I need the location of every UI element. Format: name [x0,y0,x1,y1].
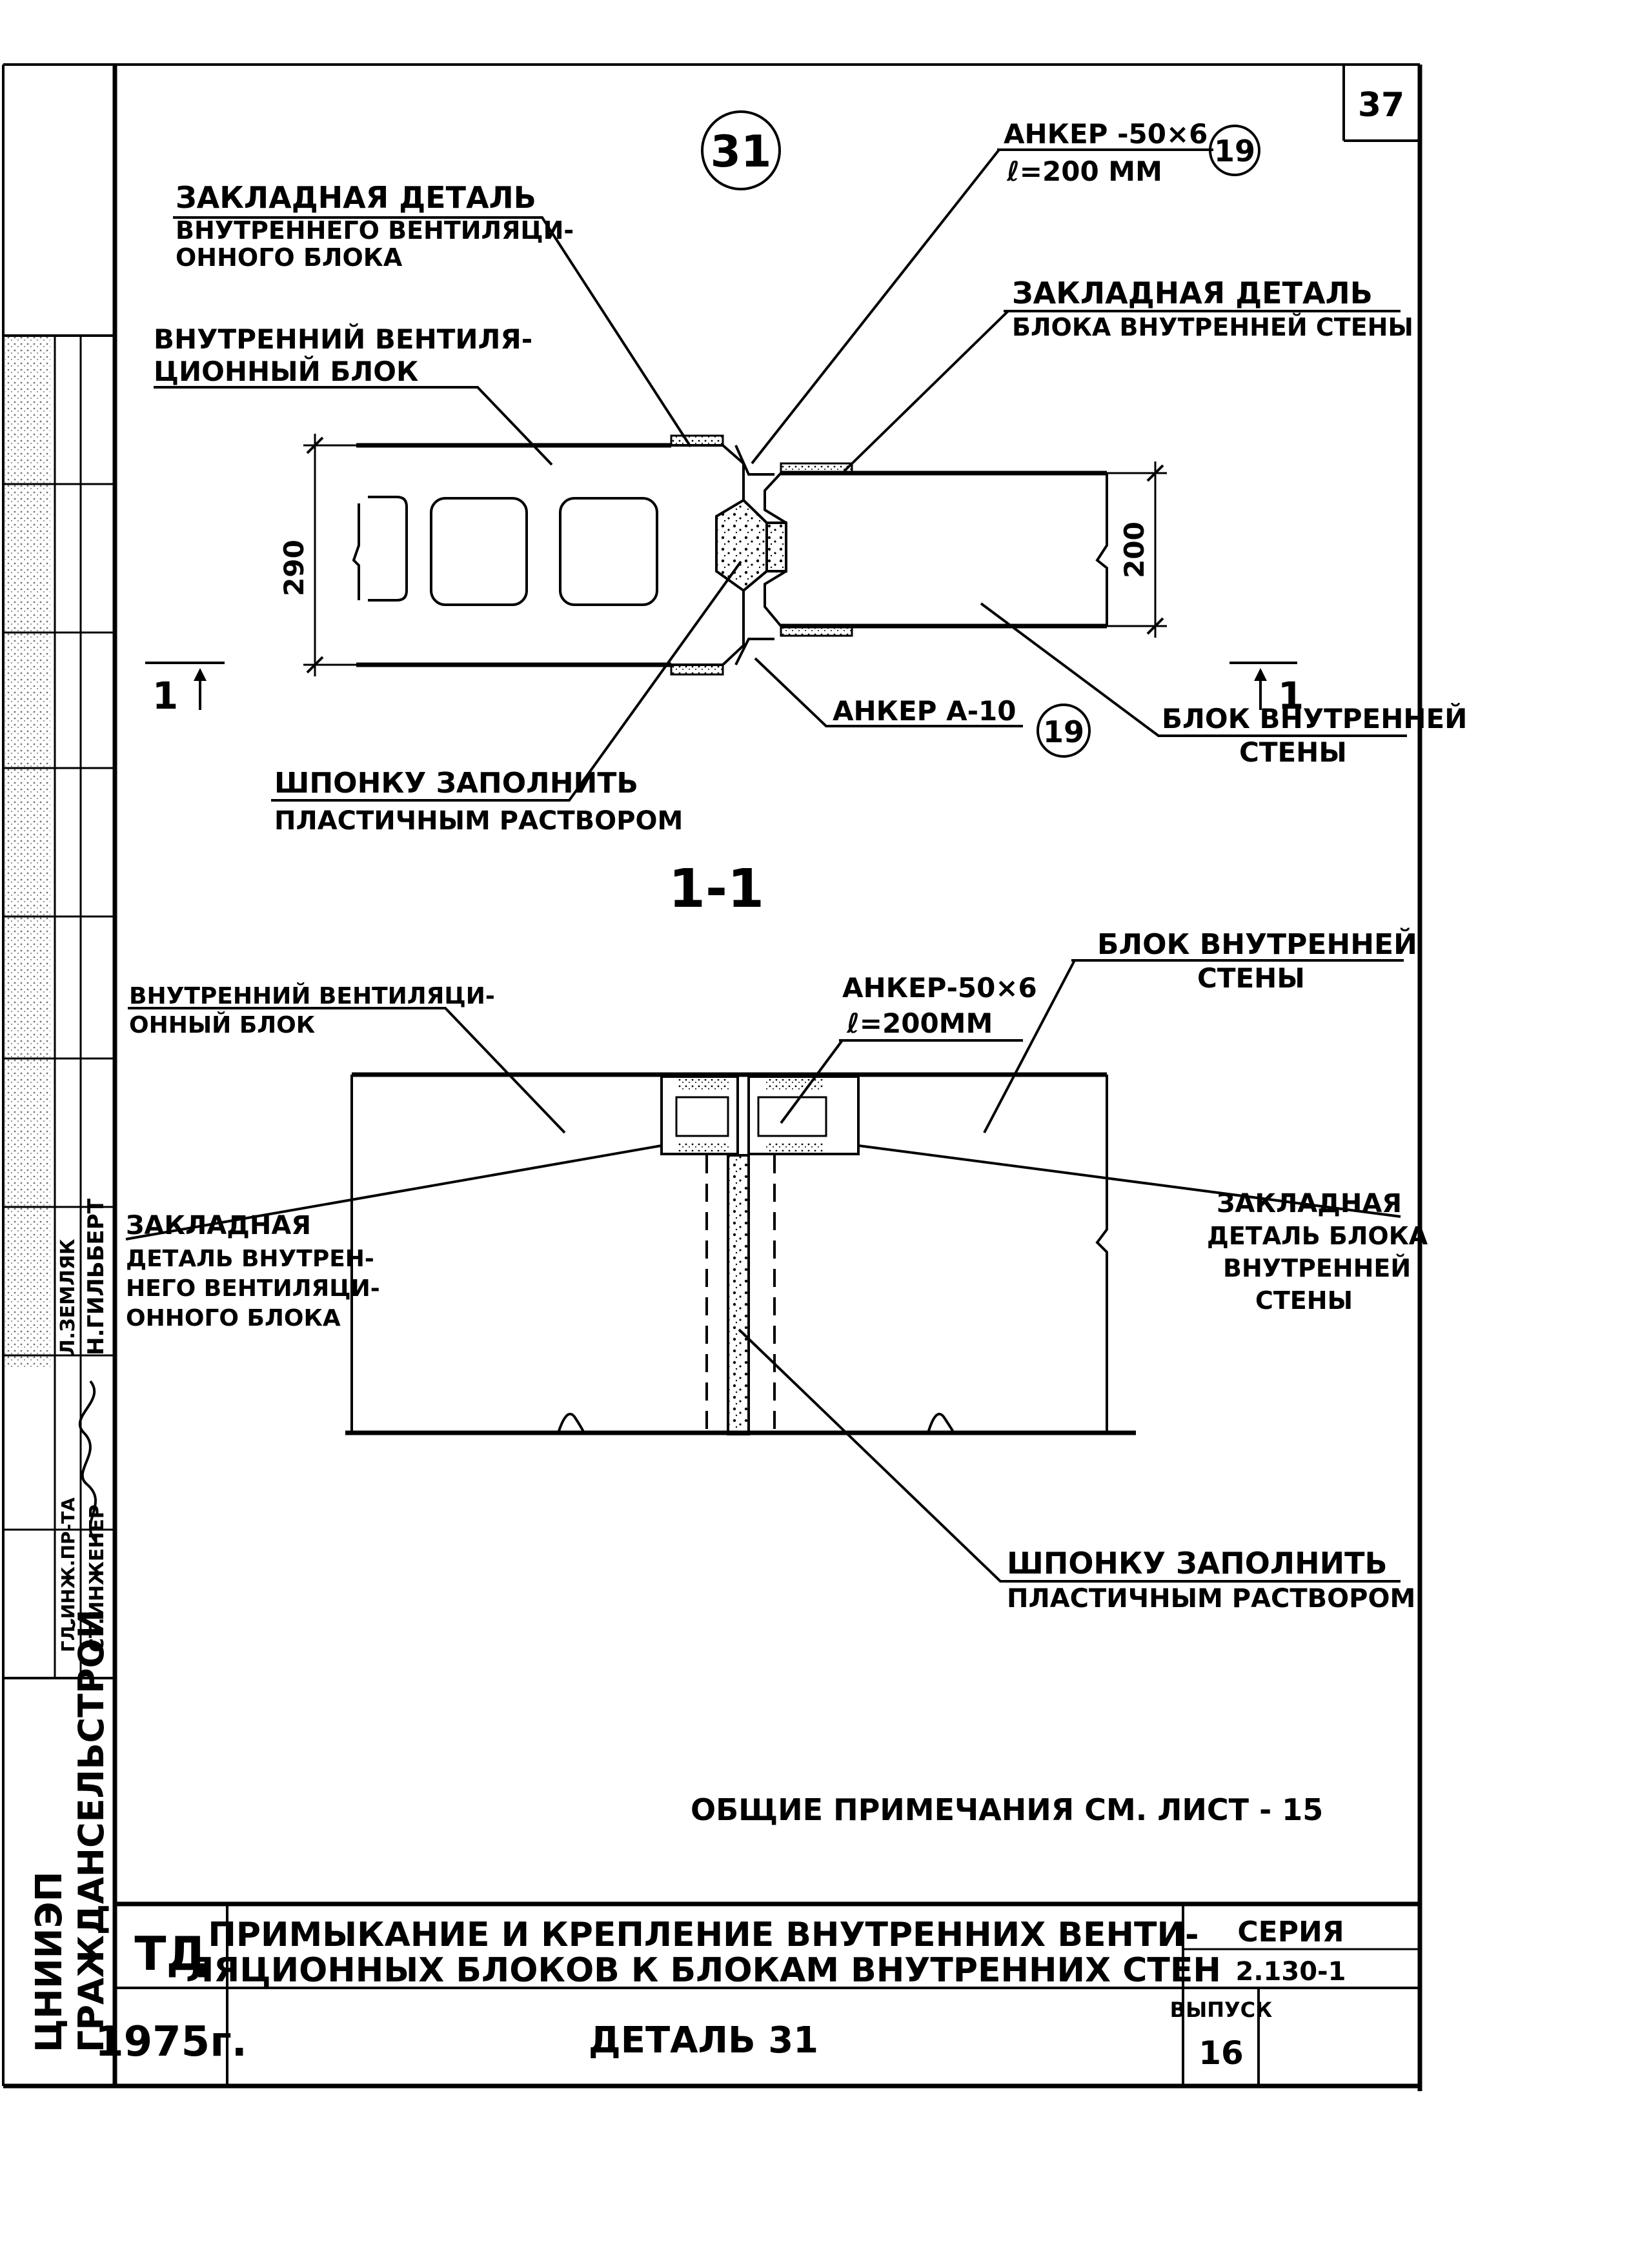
section-view: 1-1 ВНУТРЕ [125,858,1428,1614]
title-block: ТД 1975г. ПРИМЫКАНИЕ И КРЕПЛЕНИЕ ВНУТРЕН… [95,1901,1420,2086]
section-label-embedded-vent: ЗАКЛАДНАЯ [126,1211,311,1240]
signature [78,1380,98,1544]
left-stamp: Н.ГИЛЬБЕРТ СТ.ИНЖЕНЕР Л.ЗЕМЛЯК ГЛ.ИНЖ.ПР… [3,334,115,2052]
svg-text:1: 1 [152,674,178,718]
issue-label: ВЫПУСК [1170,1998,1273,2022]
section-label-key: ШПОНКУ ЗАПОЛНИТЬ [1007,1546,1388,1581]
svg-text:НЕГО ВЕНТИЛЯЦИ-: НЕГО ВЕНТИЛЯЦИ- [126,1275,380,1302]
dimension-200: 200 [1107,461,1167,638]
anchor-bottom-ref-circle [1037,704,1091,758]
svg-text:ПЛАСТИЧНЫМ РАСТВОРОМ: ПЛАСТИЧНЫМ РАСТВОРОМ [274,806,683,836]
svg-text:СТЕНЫ: СТЕНЫ [1239,736,1347,768]
svg-text:ПЛАСТИЧНЫМ РАСТВОРОМ: ПЛАСТИЧНЫМ РАСТВОРОМ [1007,1584,1415,1614]
mortar-joint [727,1154,750,1435]
label-embedded-vent-title: ЗАКЛАДНАЯ ДЕТАЛЬ [176,180,536,215]
label-wall-block: БЛОК ВНУТРЕННЕЙ [1162,702,1467,734]
title-line1: ПРИМЫКАНИЕ И КРЕПЛЕНИЕ ВНУТРЕННИХ ВЕНТИ- [208,1916,1199,1954]
title-td: ТД [134,1927,207,1981]
drawing-frame [2,63,1422,2091]
label-anchor-bottom: АНКЕР А-10 [833,695,1016,727]
svg-text:ОННОГО БЛОКА: ОННОГО БЛОКА [176,243,403,272]
svg-text:ℓ=200 ММ: ℓ=200 ММ [1006,156,1162,187]
series-label: СЕРИЯ [1237,1916,1344,1949]
vent-channel-1 [430,497,528,606]
svg-text:ДЕТАЛЬ БЛОКА: ДЕТАЛЬ БЛОКА [1207,1222,1428,1250]
anchor-top-ref-circle [1209,125,1260,176]
svg-text:ДЕТАЛЬ ВНУТРЕН-: ДЕТАЛЬ ВНУТРЕН- [126,1246,374,1272]
svg-text:ОННЫЙ БЛОК: ОННЫЙ БЛОК [129,1011,315,1038]
embedded-plate-vent [660,1075,739,1155]
label-embedded-wall: ЗАКЛАДНАЯ ДЕТАЛЬ [1012,276,1373,310]
stamp-role-2: ГЛ.ИНЖ.ПР-ТА [57,1497,79,1652]
svg-text:ЦИОННЫЙ БЛОК: ЦИОННЫЙ БЛОК [154,355,418,387]
section-mark-right: 1 [1229,662,1304,718]
section-label-embedded-wall: ЗАКЛАДНАЯ [1217,1189,1402,1219]
svg-text:ℓ=200ММ: ℓ=200ММ [846,1007,993,1039]
svg-text:БЛОКА ВНУТРЕННЕЙ СТЕНЫ: БЛОКА ВНУТРЕННЕЙ СТЕНЫ [1012,313,1413,341]
sheet-number-box: 37 [1342,65,1420,142]
svg-text:ВНУТРЕННЕГО ВЕНТИЛЯЦИ-: ВНУТРЕННЕГО ВЕНТИЛЯЦИ- [176,216,574,245]
sheet-number: 37 [1358,86,1404,125]
svg-text:СТЕНЫ: СТЕНЫ [1255,1286,1353,1315]
mortar-key [715,498,787,592]
stamp-org-line1: ЦНИИЭП [28,1871,70,2052]
wall-block-plan [764,462,1108,637]
dim-left-value: 290 [278,540,310,596]
series-value: 2.130-1 [1236,1957,1346,1987]
section-label-anchor: АНКЕР-50×6 [842,972,1037,1004]
svg-text:ОННОГО БЛОКА: ОННОГО БЛОКА [126,1305,341,1331]
section-mark-left: 1 [145,662,225,718]
title-detail: ДЕТАЛЬ 31 [589,2020,818,2061]
vent-block-plan [352,434,768,676]
general-notes: ОБЩИЕ ПРИМЕЧАНИЯ СМ. ЛИСТ - 15 [691,1792,1323,1827]
detail-marker-circle [701,110,781,190]
svg-text:1: 1 [1278,674,1304,718]
label-vent-block: ВНУТРЕННИЙ ВЕНТИЛЯ- [154,323,532,355]
stamp-name-2: Л.ЗЕМЛЯК [57,1239,79,1355]
vent-channel-2 [559,497,658,606]
stamp-org-line2: ГРАЖДАНСЕЛЬСТРОЙ [71,1609,112,2052]
dimension-290: 290 [278,434,356,676]
label-anchor-top: АНКЕР -50×6 [1004,118,1208,150]
label-key-top: ШПОНКУ ЗАПОЛНИТЬ [274,767,638,800]
title-line2: ЛЯЦИОННЫХ БЛОКОВ К БЛОКАМ ВНУТРЕННИХ СТЕ… [186,1951,1221,1990]
section-title: 1-1 [669,858,764,920]
embedded-plate-wall [747,1075,860,1155]
plan-view: 31 [145,110,1467,836]
detail-marker-number: 31 [711,127,772,177]
svg-text:СТЕНЫ: СТЕНЫ [1197,962,1305,994]
section-label-vent-block: ВНУТРЕННИЙ ВЕНТИЛЯЦИ- [129,982,495,1009]
issue-value: 16 [1199,2034,1244,2072]
dim-right-value: 200 [1118,521,1150,578]
title-year: 1975г. [95,2018,247,2066]
anchor-bent [734,445,774,476]
stamp-name-1: Н.ГИЛЬБЕРТ [83,1198,109,1355]
svg-text:19: 19 [1043,714,1084,749]
section-label-wall-block: БЛОК ВНУТРЕННЕЙ [1097,927,1417,961]
svg-text:ВНУТРЕННЕЙ: ВНУТРЕННЕЙ [1223,1254,1411,1282]
svg-text:19: 19 [1214,134,1255,168]
